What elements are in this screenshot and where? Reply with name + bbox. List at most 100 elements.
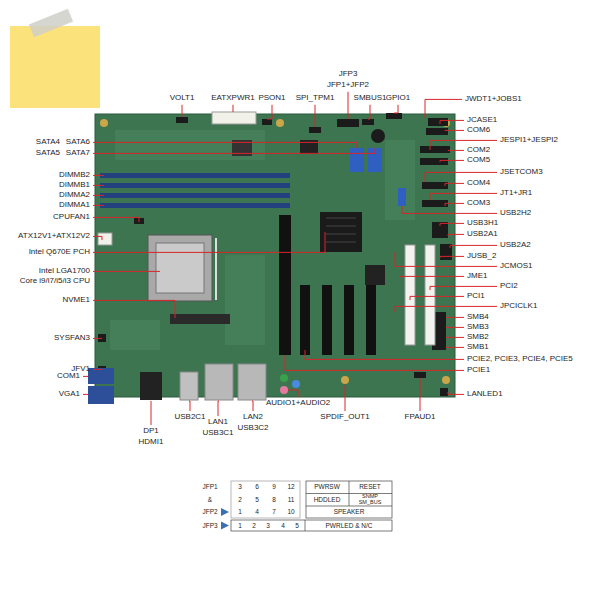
part-label: PCI2 — [500, 282, 518, 291]
leader-line — [182, 105, 183, 117]
part-label: VGA1 — [59, 390, 80, 399]
sata-connector — [350, 148, 364, 172]
leader-line — [440, 223, 464, 226]
pin-header — [426, 128, 448, 135]
pin-number: 8 — [272, 496, 276, 503]
leader-line — [93, 338, 102, 339]
mounting-hole — [442, 376, 450, 384]
leader-line — [93, 175, 104, 176]
leader-line — [402, 206, 497, 213]
function-table — [306, 481, 392, 518]
part-label: SATA6 — [66, 138, 90, 147]
lan-port — [238, 364, 266, 400]
pin-header — [362, 119, 374, 125]
leader-line — [93, 271, 160, 272]
part-label: COM1 — [57, 372, 80, 381]
socket-lever — [215, 238, 217, 300]
part-label: JT1+JR1 — [500, 189, 532, 198]
leader-line — [93, 185, 104, 186]
leader-line — [450, 245, 497, 248]
table-cell: SNMP SM_BUS — [356, 494, 384, 505]
board-shade — [110, 320, 160, 350]
part-label: LAN1 — [208, 418, 228, 427]
power-connector — [212, 112, 256, 124]
pin1-marker — [221, 522, 229, 530]
part-label: USB2C1 — [174, 413, 205, 422]
dimm-slot — [100, 193, 290, 198]
leader-line — [445, 130, 464, 132]
leader-line — [440, 160, 464, 162]
usb-header — [398, 188, 406, 206]
part-label: JCASE1 — [467, 116, 497, 125]
part-label: DIMMA2 — [59, 191, 90, 200]
pch-heatsink — [320, 212, 362, 252]
pin-header — [422, 200, 448, 207]
leader-line — [420, 378, 421, 411]
pin-header — [414, 372, 426, 378]
leader-line — [93, 217, 139, 222]
leader-line — [440, 256, 464, 258]
leader-line — [315, 105, 316, 127]
pin-header — [440, 388, 448, 396]
tape-strip — [29, 9, 73, 38]
part-label: SMBUS1 — [354, 94, 387, 103]
pin-number: 7 — [272, 508, 276, 515]
part-label: PSON1 — [258, 94, 285, 103]
pin-header — [428, 118, 448, 126]
leader-line — [252, 401, 253, 411]
pcie-slot — [366, 285, 376, 355]
leader-line — [151, 401, 152, 425]
leader-line — [448, 392, 464, 394]
buzzer — [371, 129, 385, 143]
part-label: COM6 — [467, 126, 490, 135]
mounting-hole — [100, 119, 108, 127]
pin-header — [420, 146, 450, 153]
pin-number: 5 — [255, 496, 259, 503]
table-cell: SPEAKER — [334, 508, 365, 515]
pin-number: 11 — [288, 496, 295, 503]
pin-number: 12 — [287, 483, 294, 490]
m2-slot — [170, 314, 230, 324]
pin-number: 9 — [272, 483, 276, 490]
leader-line — [400, 276, 464, 278]
connector-name: & — [208, 496, 212, 503]
part-label: GPIO1 — [386, 94, 410, 103]
lan-port — [205, 364, 233, 400]
pin-header — [262, 119, 272, 125]
table-cell: RESET — [359, 483, 381, 490]
part-label: SMB1 — [467, 343, 489, 352]
leader-line — [368, 105, 370, 119]
board-shade — [115, 130, 265, 160]
pin1-marker — [221, 508, 229, 516]
part-label: NVME1 — [62, 296, 90, 305]
part-label: SMB4 — [467, 313, 489, 322]
audio-jack — [292, 380, 300, 388]
leader-line — [93, 232, 325, 252]
pin-header — [420, 158, 448, 165]
leader-line — [448, 234, 464, 236]
part-label: PCIE2, PCIE3, PCIE4, PCIE5 — [467, 355, 573, 364]
leader-line — [218, 401, 219, 416]
leader-line — [394, 105, 398, 113]
part-label: JPCICLK1 — [500, 302, 537, 311]
pin-header — [422, 182, 448, 189]
pin-header — [176, 117, 188, 123]
leader-line — [93, 142, 357, 148]
part-label: COM5 — [467, 156, 490, 165]
part-label: PCIE1 — [467, 366, 490, 375]
sticky-note — [10, 26, 100, 108]
part-label: PCI1 — [467, 292, 485, 301]
leader-line — [288, 390, 298, 397]
part-label: ATX12V1+ATX12V2 — [18, 232, 90, 241]
table-cell: PWRLED & N/C — [326, 522, 373, 529]
leader-line — [83, 376, 88, 377]
leader-line — [93, 195, 104, 196]
part-label: SMB2 — [467, 333, 489, 342]
pin-number: 4 — [281, 522, 285, 529]
pin-grid — [231, 481, 300, 518]
leader-line — [410, 296, 464, 300]
leader-line — [93, 236, 102, 240]
pcie-slot — [344, 285, 354, 355]
board-shade — [385, 140, 415, 220]
